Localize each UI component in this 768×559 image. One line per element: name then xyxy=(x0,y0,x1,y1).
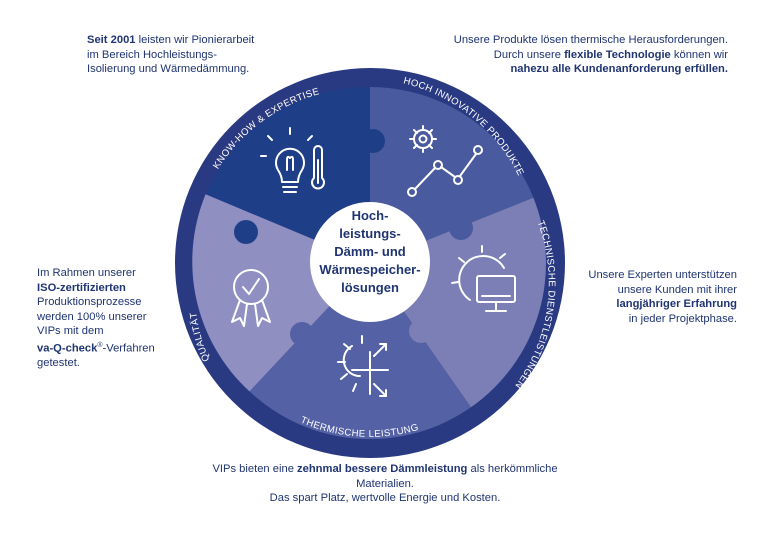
text-line: in jeder Projektphase. xyxy=(628,312,737,325)
text-line: Unsere Produkte lösen thermische Herausf… xyxy=(453,34,728,46)
text-line: als herkömmliche Materialien. xyxy=(356,463,558,490)
text-block-bottom: VIPs bieten eine zehnmal bessere Dämmlei… xyxy=(200,462,570,506)
text-line: Isolierung und Wärmedämmung. xyxy=(87,63,250,75)
puzzle-knob xyxy=(409,319,433,343)
text-line: unsere Kunden mit ihrer xyxy=(617,283,737,296)
text-block-top-right: Unsere Produkte lösen thermische Herausf… xyxy=(408,33,728,77)
center-hub xyxy=(310,202,430,322)
puzzle-knob xyxy=(290,322,314,346)
text-block-left: Im Rahmen unserer ISO-zertifizierten Pro… xyxy=(37,266,187,370)
text-highlight: zehnmal bessere Dämmleistung xyxy=(297,463,468,475)
text-line: leisten wir Pionierarbeit xyxy=(135,34,255,46)
gear-monitor-icon xyxy=(451,245,516,312)
text-line: VIPs mit dem xyxy=(37,325,104,337)
text-highlight: langjähriger Erfahrung xyxy=(616,298,737,310)
hub-line-5: lösungen xyxy=(341,280,399,295)
hub-line-1: Hoch- xyxy=(352,208,389,223)
text-line: Durch unsere xyxy=(493,48,565,61)
lightbulb-thermometer-icon xyxy=(260,127,325,193)
segment-thermal-performance xyxy=(249,263,471,440)
text-block-top-left: Seit 2001 leisten wir Pionierarbeit im B… xyxy=(87,33,297,77)
text-highlight: nahezu alle Kundenanforderung erfüllen. xyxy=(510,63,728,75)
segment-quality xyxy=(192,194,370,392)
hub-line-3: Dämm- und xyxy=(334,244,406,259)
award-checkmark-icon xyxy=(231,269,271,327)
hub-line-2: leistungs- xyxy=(339,226,400,241)
text-line: Unsere Experten unterstützen xyxy=(588,269,737,281)
text-line: können wir xyxy=(670,48,728,61)
text-highlight: va-Q-check xyxy=(37,342,98,355)
puzzle-knob xyxy=(449,216,473,240)
text-block-right: Unsere Experten unterstützen unsere Kund… xyxy=(572,268,737,326)
text-line: VIPs bieten eine xyxy=(212,463,298,475)
text-highlight: ISO-zertifizierten xyxy=(37,281,126,294)
text-line: getestet. xyxy=(37,356,80,369)
puzzle-knob xyxy=(361,129,385,153)
puzzle-knob xyxy=(234,220,258,244)
text-line: Produktionsprozesse xyxy=(37,296,142,308)
text-line: im Bereich Hochleistungs- xyxy=(87,48,217,61)
gear-graph-icon xyxy=(407,125,483,197)
text-highlight: flexible Technologie xyxy=(564,48,671,61)
text-line: -Verfahren xyxy=(102,342,155,355)
snowflake-sun-icon xyxy=(337,335,389,397)
text-line: Das spart Platz, wertvolle Energie und K… xyxy=(269,492,501,504)
year-highlight: Seit 2001 xyxy=(87,34,136,46)
text-line: werden 100% unserer xyxy=(37,310,147,323)
registered-mark: ® xyxy=(97,341,103,349)
hub-line-4: Wärmespeicher- xyxy=(319,262,420,277)
text-line: Im Rahmen unserer xyxy=(37,267,136,279)
